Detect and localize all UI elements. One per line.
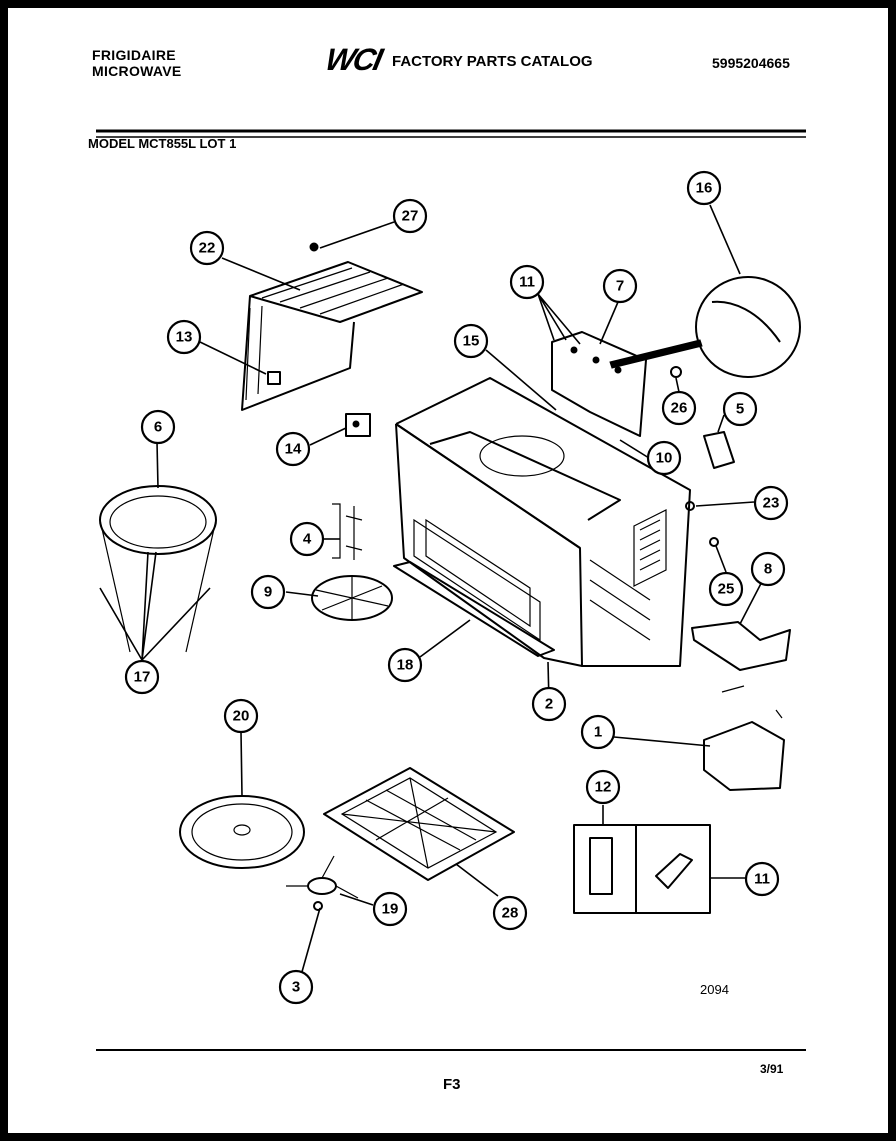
- drawing-number: 2094: [700, 982, 729, 997]
- callout-11-upper: 11: [509, 264, 545, 300]
- coupler-3: [313, 901, 323, 911]
- switch-box-12: [573, 824, 637, 914]
- svg-text:16: 16: [696, 180, 713, 197]
- callout-28: 28: [492, 895, 528, 931]
- brand-line-2: MICROWAVE: [92, 63, 182, 79]
- svg-text:8: 8: [764, 561, 772, 578]
- svg-text:22: 22: [199, 240, 216, 257]
- callout-17: 17: [124, 659, 160, 695]
- svg-text:25: 25: [718, 581, 735, 598]
- catalog-number: 5995204665: [712, 55, 790, 71]
- duct-8: [691, 621, 791, 671]
- rail-18: [393, 561, 555, 657]
- callout-5: 5: [722, 391, 758, 427]
- svg-text:14: 14: [285, 441, 302, 458]
- brand-line-1: FRIGIDAIRE: [92, 47, 176, 63]
- callout-25: 25: [708, 571, 744, 607]
- callout-2: 2: [531, 686, 567, 722]
- svg-text:3: 3: [292, 979, 300, 996]
- callout-16: 16: [686, 170, 722, 206]
- model-line: MODEL MCT855L LOT 1: [88, 136, 237, 151]
- fan-blade-9: [311, 575, 393, 621]
- callout-11-lower: 11: [744, 861, 780, 897]
- svg-text:12: 12: [595, 779, 612, 796]
- callout-23: 23: [753, 485, 789, 521]
- svg-text:2: 2: [545, 696, 553, 713]
- callout-19: 19: [372, 891, 408, 927]
- svg-text:26: 26: [671, 400, 688, 417]
- svg-text:6: 6: [154, 419, 162, 436]
- svg-text:1: 1: [594, 724, 602, 741]
- screw-26: [670, 366, 682, 378]
- callout-20: 20: [223, 698, 259, 734]
- svg-text:28: 28: [502, 905, 519, 922]
- callout-15: 15: [453, 323, 489, 359]
- switch-box-11: [635, 824, 711, 914]
- callout-18: 18: [387, 647, 423, 683]
- svg-text:10: 10: [656, 450, 673, 467]
- stirrer-assembly-4: [332, 503, 363, 560]
- callout-26: 26: [661, 390, 697, 426]
- bracket-14: [345, 413, 371, 437]
- oven-cabinet: [395, 377, 691, 667]
- top-cover-panel: [241, 261, 423, 411]
- svg-text:18: 18: [397, 657, 414, 674]
- callout-8: 8: [750, 551, 786, 587]
- callout-14: 14: [275, 431, 311, 467]
- leader-lines: [99, 204, 769, 987]
- callout-3: 3: [278, 969, 314, 1005]
- bracket-5: [703, 431, 735, 469]
- callout-6: 6: [140, 409, 176, 445]
- callout-7: 7: [602, 268, 638, 304]
- header-rules: [96, 129, 806, 1051]
- rack-28: [323, 767, 515, 881]
- screw-27: [309, 242, 319, 252]
- roller-ring-19: [286, 855, 359, 899]
- svg-text:13: 13: [176, 329, 193, 346]
- callout-22: 22: [189, 230, 225, 266]
- callout-4: 4: [289, 521, 325, 557]
- svg-text:23: 23: [763, 495, 780, 512]
- svg-text:19: 19: [382, 901, 399, 918]
- lamp-housing-6: [99, 485, 217, 653]
- callout-27: 27: [392, 198, 428, 234]
- motor-cover-1: [703, 685, 785, 791]
- callout-10: 10: [646, 440, 682, 476]
- svg-text:4: 4: [303, 531, 312, 548]
- svg-text:17: 17: [134, 669, 151, 686]
- screw-23: [685, 501, 695, 511]
- screw-25: [709, 537, 719, 547]
- svg-text:11: 11: [519, 274, 535, 291]
- revision-date: 3/91: [760, 1062, 784, 1076]
- clip-13: [267, 371, 281, 385]
- catalog-title: FACTORY PARTS CATALOG: [392, 53, 593, 70]
- svg-text:20: 20: [233, 708, 250, 725]
- svg-text:7: 7: [616, 278, 624, 295]
- control-bracket-7: [551, 331, 647, 437]
- svg-text:11: 11: [754, 871, 770, 888]
- svg-text:9: 9: [264, 584, 272, 601]
- svg-text:15: 15: [463, 333, 480, 350]
- wire-harness-detail: [609, 276, 801, 378]
- callout-13: 13: [166, 319, 202, 355]
- page-id: F3: [443, 1076, 461, 1093]
- callout-1: 1: [580, 714, 616, 750]
- svg-text:5: 5: [736, 401, 744, 418]
- turntable-tray-20: [179, 795, 305, 869]
- svg-text:27: 27: [402, 208, 419, 225]
- callout-9: 9: [250, 574, 286, 610]
- callout-12: 12: [585, 769, 621, 805]
